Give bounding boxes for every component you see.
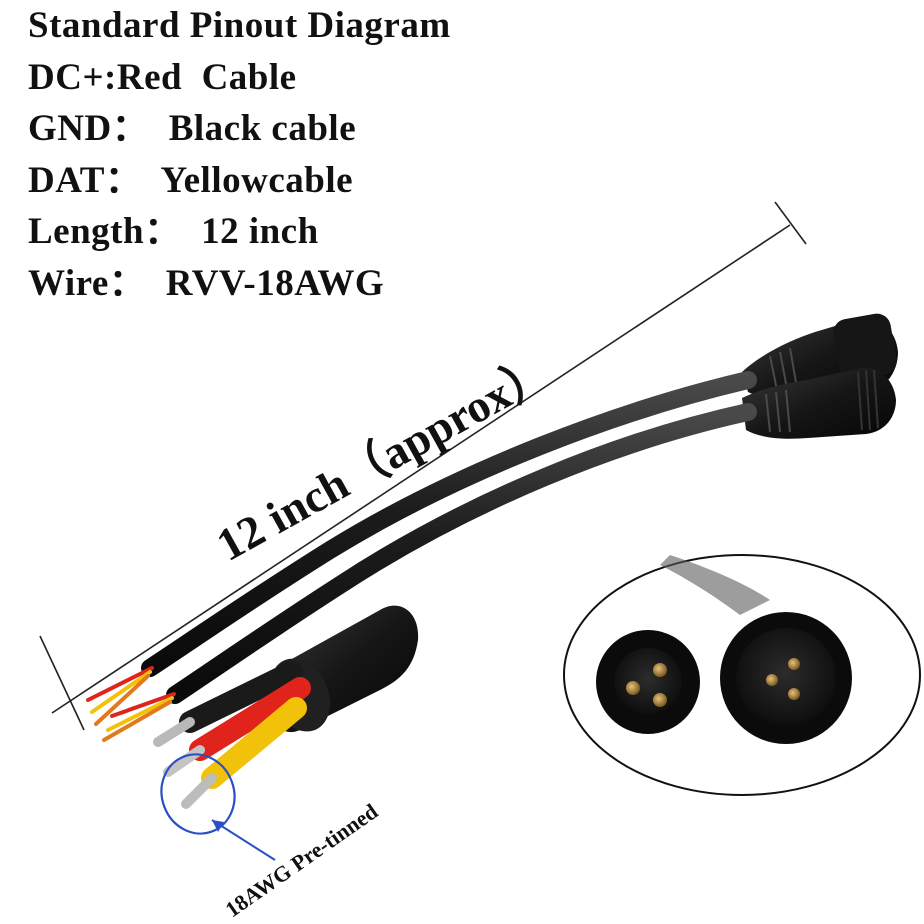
dimension-line [39, 201, 807, 731]
connector-closeup [563, 554, 921, 796]
lower-connector [742, 367, 896, 439]
spec-line: DAT： Yellowcable [28, 159, 354, 201]
lower-cable [166, 403, 757, 704]
callout [160, 753, 276, 861]
upper-cable [141, 371, 757, 677]
closeup-wires [153, 661, 311, 809]
thin-wire-ends [86, 666, 176, 742]
callout-label: 18AWG Pre-tinned [221, 798, 383, 922]
spec-line: Standard Pinout Diagram [28, 5, 451, 46]
spec-line: GND： Black cable [28, 108, 357, 149]
spec-line: Wire： RVV-18AWG [28, 262, 385, 304]
spec-line: Length： 12 inch [28, 211, 319, 252]
spec-line: DC+:Red Cable [28, 56, 297, 98]
callout-label-text: 18AWG Pre-tinned [221, 798, 383, 922]
